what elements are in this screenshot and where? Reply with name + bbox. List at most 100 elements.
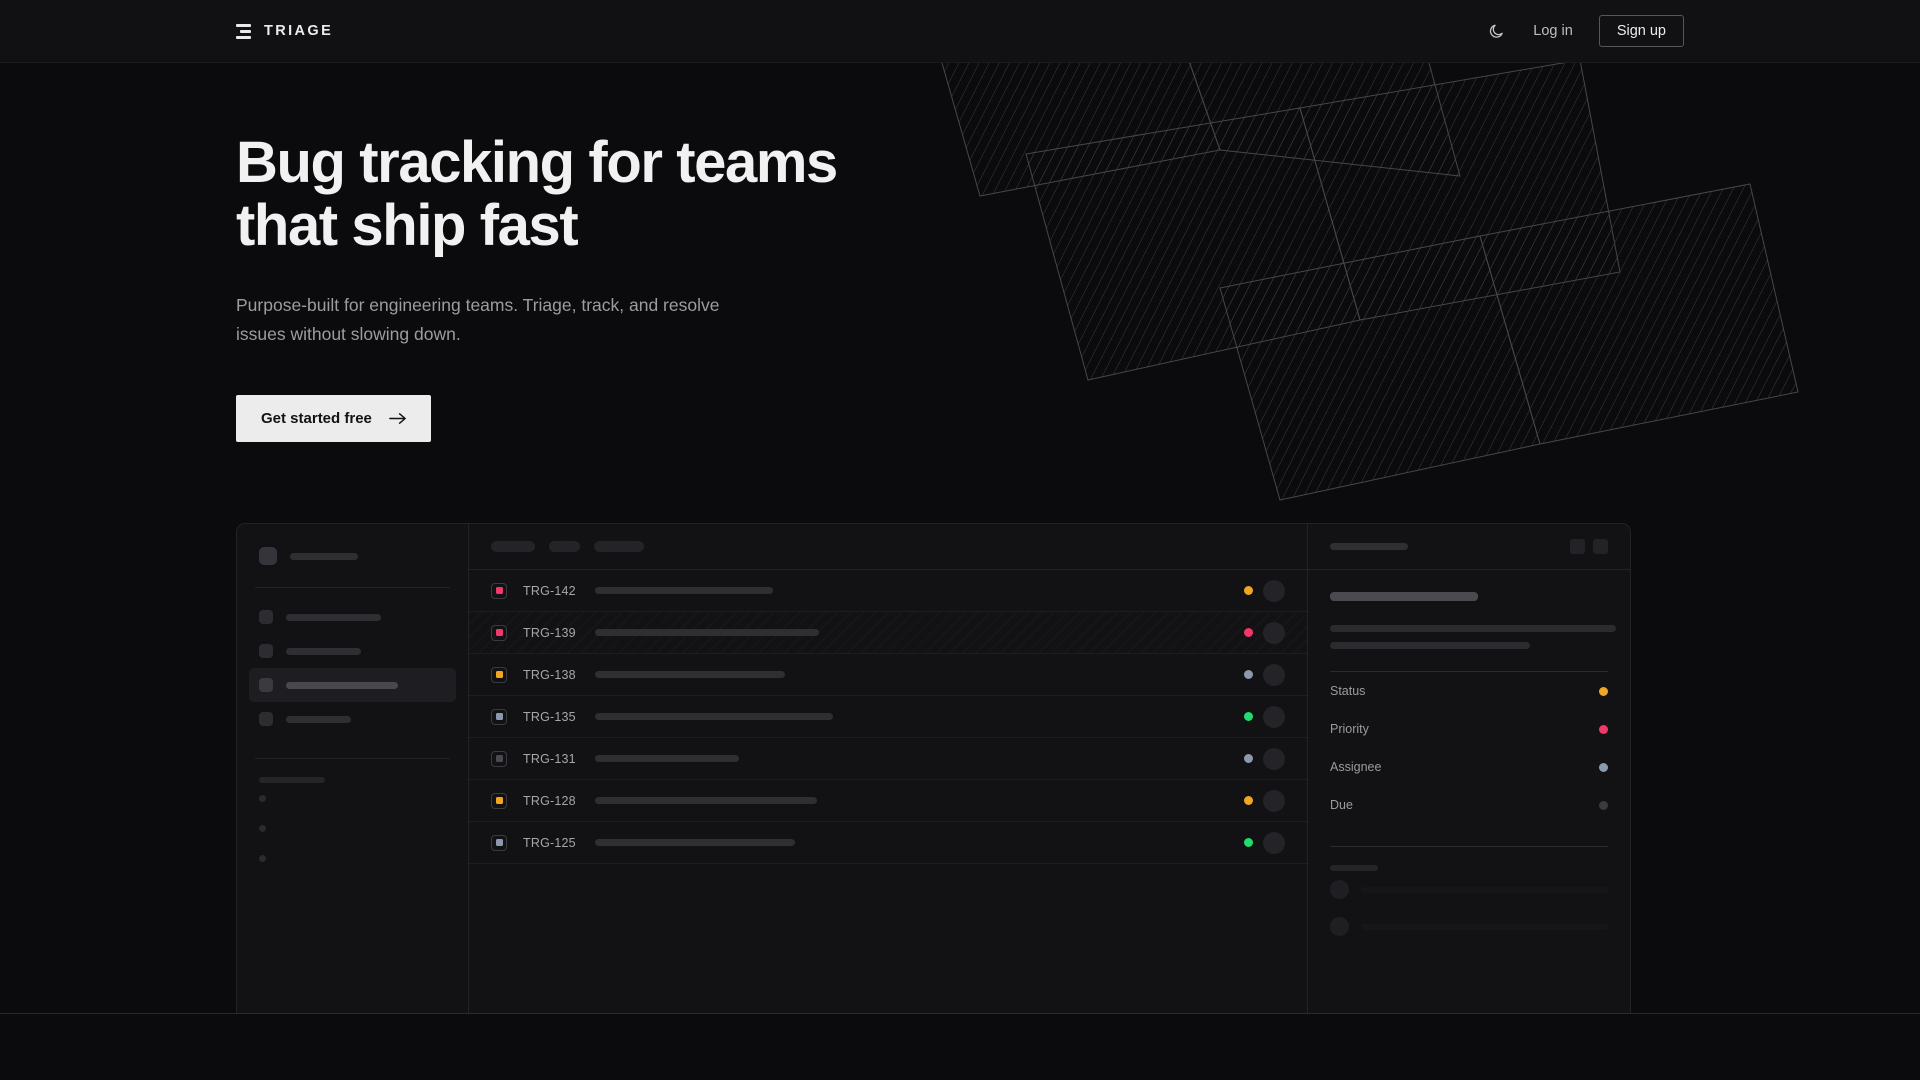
moon-icon[interactable] bbox=[1485, 20, 1507, 42]
status-badge bbox=[1244, 796, 1253, 805]
detail-action-icon-2[interactable] bbox=[1593, 539, 1608, 554]
avatar bbox=[1263, 789, 1285, 812]
detail-field-value-dot bbox=[1599, 686, 1608, 696]
triage-bars-logo-icon bbox=[236, 23, 251, 39]
sidebar-mini-item-2[interactable] bbox=[259, 813, 446, 843]
issue-id: TRG-142 bbox=[523, 583, 576, 598]
headline-line-2: that ship fast bbox=[236, 193, 579, 259]
detail-panel-header bbox=[1308, 524, 1630, 570]
detail-field-value-dot bbox=[1599, 800, 1608, 810]
table-row[interactable]: TRG-125 bbox=[469, 822, 1307, 864]
detail-footer-divider bbox=[1330, 846, 1608, 847]
detail-field-label: Status bbox=[1330, 684, 1366, 698]
status-badge bbox=[1244, 838, 1253, 847]
table-row[interactable]: TRG-139 bbox=[469, 612, 1307, 654]
page-title: Bug tracking for teams that ship fast bbox=[236, 131, 976, 257]
issue-id: TRG-131 bbox=[523, 751, 576, 766]
list-filter-chip-2[interactable] bbox=[549, 541, 580, 552]
detail-field-value-dot bbox=[1599, 762, 1608, 772]
sidebar-nav-item-3[interactable] bbox=[249, 668, 456, 702]
brand-logo[interactable]: TRIAGE bbox=[236, 23, 333, 39]
detail-field-value-dot bbox=[1599, 724, 1608, 734]
issue-id: TRG-135 bbox=[523, 709, 576, 724]
detail-field-due[interactable]: Due bbox=[1330, 786, 1608, 824]
sidebar-mini-dot bbox=[259, 854, 266, 862]
avatar bbox=[1263, 579, 1285, 602]
table-row[interactable]: TRG-128 bbox=[469, 780, 1307, 822]
table-row[interactable]: TRG-142 bbox=[469, 570, 1307, 612]
activity-row-2 bbox=[1330, 908, 1608, 945]
sidebar-mini-item-1[interactable] bbox=[259, 783, 446, 813]
sidebar-nav-icon bbox=[259, 712, 273, 726]
status-badge bbox=[1244, 712, 1253, 721]
sidebar-nav-label bbox=[286, 681, 398, 689]
priority-icon bbox=[491, 834, 507, 851]
workspace-name-placeholder bbox=[290, 552, 358, 560]
priority-icon bbox=[491, 750, 507, 767]
sidebar-nav-item-4[interactable] bbox=[249, 702, 456, 736]
status-badge bbox=[1244, 670, 1253, 679]
mockup-sidebar-nav bbox=[237, 588, 468, 736]
mockup-sidebar bbox=[237, 524, 469, 1013]
detail-activity-rows bbox=[1330, 871, 1608, 945]
issue-id: TRG-125 bbox=[523, 835, 576, 850]
detail-footer-label bbox=[1330, 865, 1378, 871]
list-filter-chip-1[interactable] bbox=[491, 541, 535, 552]
priority-icon bbox=[491, 624, 507, 641]
sidebar-section-label bbox=[259, 777, 325, 783]
avatar bbox=[1263, 621, 1285, 644]
table-row[interactable]: TRG-135 bbox=[469, 696, 1307, 738]
sidebar-nav-icon bbox=[259, 644, 273, 658]
detail-header-title-placeholder bbox=[1330, 543, 1408, 550]
issue-title-placeholder bbox=[595, 713, 833, 720]
sidebar-nav-label bbox=[286, 715, 351, 723]
issue-id: TRG-139 bbox=[523, 625, 576, 640]
sidebar-mini-item-3[interactable] bbox=[259, 843, 446, 873]
status-badge bbox=[1244, 628, 1253, 637]
get-started-button[interactable]: Get started free bbox=[236, 395, 431, 443]
issue-title-placeholder bbox=[595, 587, 773, 594]
issue-title-placeholder bbox=[595, 839, 795, 846]
page-bottom-divider bbox=[0, 1013, 1920, 1014]
detail-field-label: Assignee bbox=[1330, 760, 1382, 774]
detail-field-status[interactable]: Status bbox=[1330, 672, 1608, 710]
avatar bbox=[1330, 880, 1349, 899]
brand-name: TRIAGE bbox=[264, 23, 334, 39]
mockup-workspace-switcher[interactable] bbox=[237, 524, 468, 565]
sidebar-nav-icon bbox=[259, 610, 273, 624]
priority-icon bbox=[491, 582, 507, 599]
issue-title-placeholder bbox=[595, 755, 739, 762]
table-row[interactable]: TRG-138 bbox=[469, 654, 1307, 696]
sidebar-nav-item-1[interactable] bbox=[249, 600, 456, 634]
headline-line-1: Bug tracking for teams bbox=[236, 130, 838, 195]
detail-title-placeholder bbox=[1330, 592, 1478, 601]
issue-title-placeholder bbox=[595, 629, 819, 636]
detail-field-priority[interactable]: Priority bbox=[1330, 710, 1608, 748]
signup-button[interactable]: Sign up bbox=[1598, 14, 1684, 48]
sidebar-mini-dot bbox=[259, 824, 266, 832]
avatar bbox=[1263, 747, 1285, 770]
detail-description-line-2 bbox=[1330, 642, 1530, 649]
sidebar-nav-item-2[interactable] bbox=[249, 634, 456, 668]
list-filter-chip-3[interactable] bbox=[594, 541, 644, 552]
mockup-sidebar-section bbox=[237, 777, 468, 873]
sidebar-mini-dot bbox=[259, 794, 266, 802]
table-row[interactable]: TRG-131 bbox=[469, 738, 1307, 780]
sidebar-nav-icon bbox=[259, 678, 273, 692]
login-link[interactable]: Log in bbox=[1533, 23, 1573, 39]
detail-field-assignee[interactable]: Assignee bbox=[1330, 748, 1608, 786]
activity-text-placeholder bbox=[1361, 886, 1608, 893]
detail-action-icon-1[interactable] bbox=[1570, 539, 1585, 554]
detail-divider bbox=[1330, 671, 1608, 672]
issue-title-placeholder bbox=[595, 797, 817, 804]
detail-title-placeholder-wrap bbox=[1330, 592, 1616, 649]
detail-field-label: Priority bbox=[1330, 722, 1369, 736]
priority-icon bbox=[491, 708, 507, 725]
avatar bbox=[1330, 917, 1349, 936]
detail-footer-wrap bbox=[1308, 824, 1630, 945]
